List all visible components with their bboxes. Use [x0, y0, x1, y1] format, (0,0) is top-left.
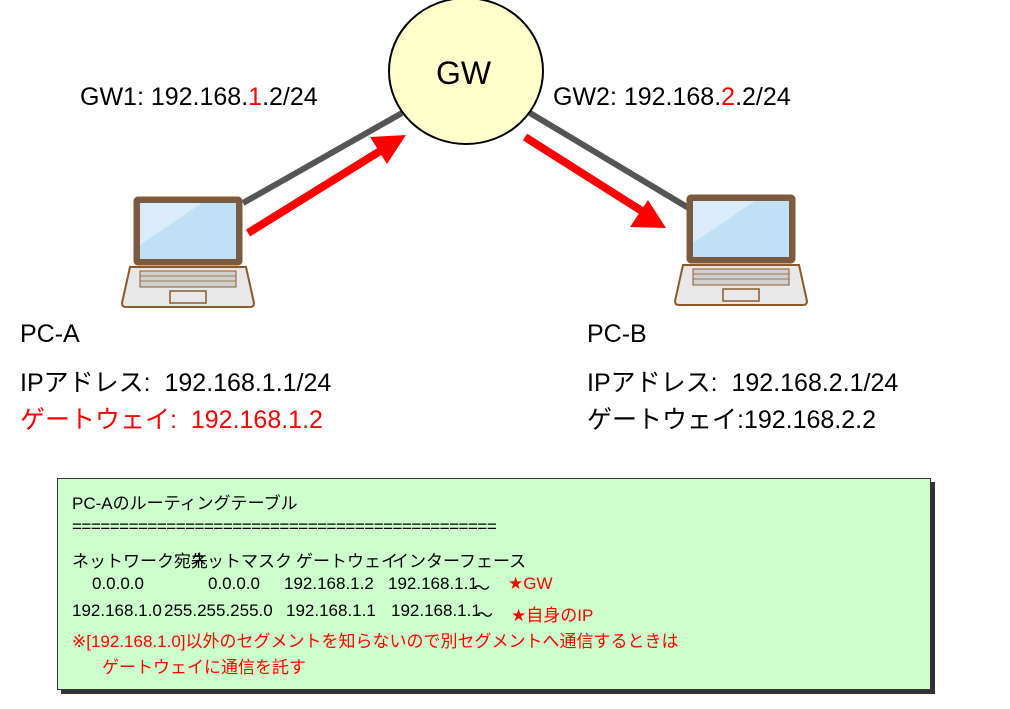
routing-table-title: PC-Aのルーティングテーブル	[72, 494, 298, 513]
header-iface: インターフェース	[392, 552, 527, 571]
pc-b-gateway: ゲートウェイ:192.168.2.2	[587, 406, 877, 434]
gateway-label: GW	[436, 55, 492, 91]
footnote-line2: ゲートウェイに通信を託す	[102, 658, 306, 677]
row-dest: 0.0.0.0	[92, 574, 144, 593]
separator: ========================================…	[72, 517, 497, 536]
footnote-line1: ※[192.168.1.0]以外のセグメントを知らないので別セグメントへ通信する…	[72, 632, 679, 651]
header-mask: ネットマスク	[190, 552, 292, 571]
row-tilde: ～	[473, 579, 490, 598]
pc-a-gateway: ゲートウェイ: 192.168.1.2	[20, 406, 323, 434]
row-iface: 192.168.1.1	[388, 574, 478, 593]
row-gateway: 192.168.1.1	[286, 601, 376, 620]
row-mask: 0.0.0.0	[208, 574, 260, 593]
row-note: ★GW	[508, 574, 553, 593]
laptop-pc-a-icon	[121, 196, 255, 308]
routing-table: PC-Aのルーティングテーブル ========================…	[57, 478, 931, 690]
arrow-gw-to-pcb	[522, 133, 666, 228]
gateway-node	[388, 0, 544, 145]
row-dest: 192.168.1.0	[72, 601, 162, 620]
row-tilde: ～	[476, 606, 493, 625]
row-gateway: 192.168.1.2	[284, 574, 374, 593]
header-gateway: ゲートウェイ	[296, 552, 398, 571]
gw1-address: GW1: 192.168.1.2/24	[80, 83, 318, 111]
arrow-pca-to-gw	[245, 135, 406, 237]
pc-b-name: PC-B	[587, 320, 647, 348]
link-pca-gw	[241, 110, 404, 206]
row-iface: 192.168.1.1	[391, 601, 481, 620]
pc-a-name: PC-A	[20, 320, 80, 348]
row-note: ★自身のIP	[511, 606, 594, 625]
link-gw-pcb	[528, 110, 694, 213]
gw2-address: GW2: 192.168.2.2/24	[553, 83, 791, 111]
laptop-pc-b-icon	[674, 194, 808, 306]
pc-b-ip: IPアドレス: 192.168.2.1/24	[587, 369, 899, 397]
row-mask: 255.255.255.0	[164, 601, 273, 620]
header-dest: ネットワーク宛先	[72, 552, 208, 571]
pc-a-ip: IPアドレス: 192.168.1.1/24	[20, 369, 332, 397]
